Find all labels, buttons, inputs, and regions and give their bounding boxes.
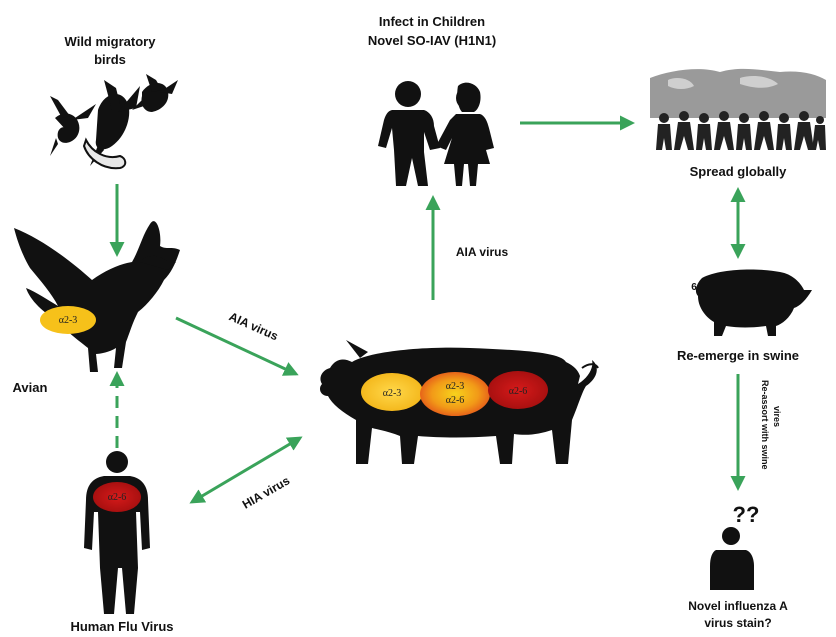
pig-receptor-mid-top-label: α2-3 <box>446 381 465 392</box>
human-label: Human Flu Virus <box>70 619 173 634</box>
human-receptor-badge <box>93 482 141 512</box>
avian-bird-icon <box>14 221 180 372</box>
novel-label-line1: Novel influenza A <box>688 599 788 613</box>
hia-virus-label: HIA virus <box>240 473 293 511</box>
reassort-label-line1: Re-assort with swine <box>760 380 770 470</box>
pig-receptor-right-label: α2-6 <box>509 386 528 397</box>
wild-birds-label-line2: birds <box>94 52 126 67</box>
spread-globally-label: Spread globally <box>690 164 788 179</box>
children-label-line1: Infect in Children <box>379 14 485 29</box>
pig-receptor-left <box>361 373 423 411</box>
children-label-line2: Novel SO-IAV (H1N1) <box>368 33 496 48</box>
avian-receptor-badge <box>40 306 96 334</box>
pig-receptor-left-label: α2-3 <box>383 388 402 399</box>
aia-virus-up-label: AIA virus <box>456 245 509 259</box>
avian-label: Avian <box>13 380 48 395</box>
reassort-label-line2: vires <box>772 406 782 427</box>
novel-label-line2: virus stain? <box>704 616 771 630</box>
wild-birds-label-line1: Wild migratory <box>65 34 157 49</box>
arrow-human-pig <box>189 436 303 504</box>
crowd-icon <box>656 111 826 150</box>
thinking-person-icon <box>710 527 754 590</box>
swine-icon <box>695 269 812 336</box>
human-receptor-label: α2-6 <box>108 492 127 503</box>
swine-number: 6 <box>691 282 697 293</box>
arrow-avian-to-pig <box>175 316 299 376</box>
children-icon <box>378 81 494 186</box>
pig-receptor-mid <box>420 372 490 416</box>
geese-icon <box>50 74 178 170</box>
reemerge-swine-label: Re-emerge in swine <box>677 348 799 363</box>
human-figure-icon <box>84 451 150 614</box>
question-marks: ?? <box>733 502 760 527</box>
pig-receptor-mid-bottom-label: α2-6 <box>446 395 465 406</box>
pig-receptor-right <box>488 371 548 409</box>
world-map-icon <box>650 68 826 118</box>
avian-receptor-label: α2-3 <box>59 315 78 326</box>
aia-virus-diag-label: AIA virus <box>227 309 281 343</box>
